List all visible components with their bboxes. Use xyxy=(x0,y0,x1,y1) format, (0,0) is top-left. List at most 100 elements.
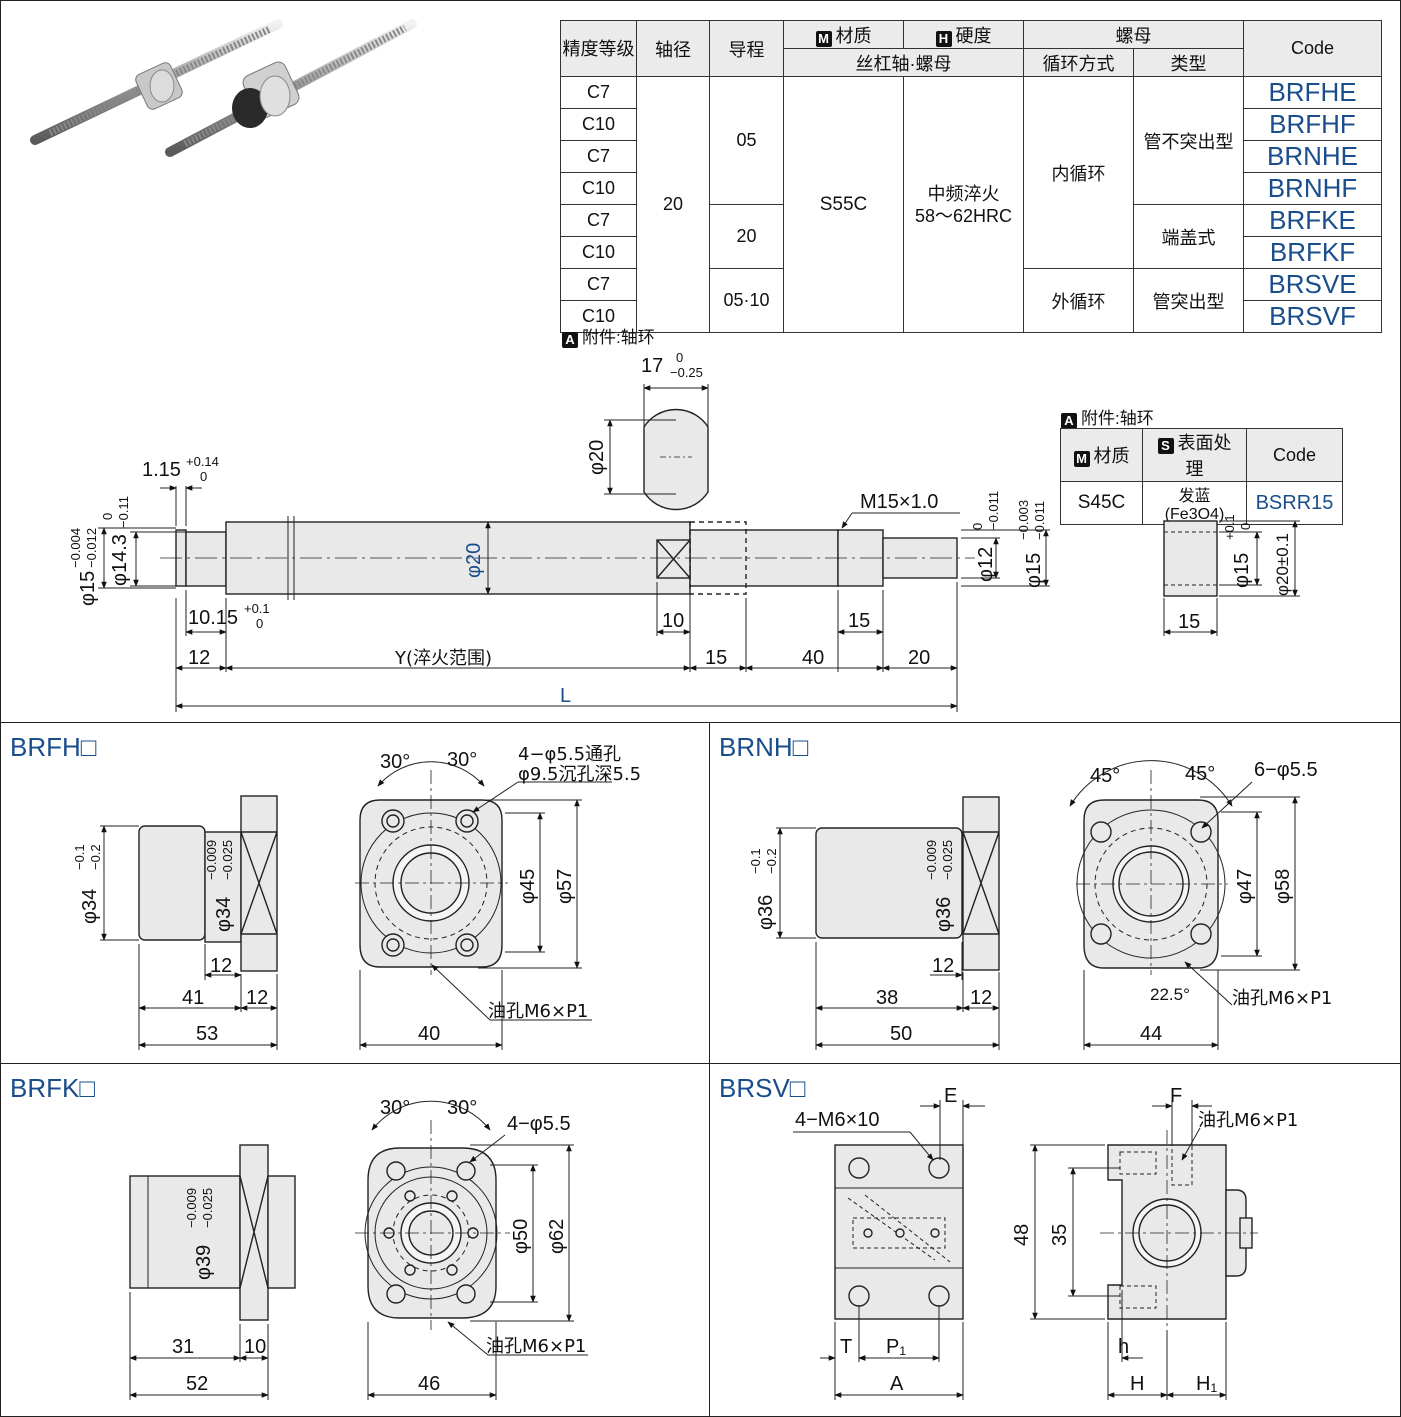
code-cell[interactable]: BRFKE xyxy=(1243,204,1382,237)
accessory-badge-icon: A xyxy=(562,332,578,348)
brnh-phi47: φ47 xyxy=(1234,869,1256,904)
brnh-hole: 6−φ5.5 xyxy=(1254,759,1318,781)
brsv-oil-hole: 油孔M6×P1 xyxy=(1198,1110,1298,1131)
brfk-phi50: φ50 xyxy=(510,1219,532,1254)
code-cell[interactable]: BRNHF xyxy=(1243,172,1382,205)
brfh-len-40: 40 xyxy=(418,1023,440,1045)
brnh-len-12a: 12 xyxy=(932,955,954,977)
table-row: C10 BRFHF xyxy=(560,108,1382,141)
dim-phi14-3-tol-up: 0 xyxy=(100,513,115,520)
dim-17-tol-lo: −0.25 xyxy=(670,365,703,380)
grade-cell: C10 xyxy=(560,300,637,333)
dim-10-15: 10.15 xyxy=(188,607,238,629)
dim-10-15-tol-lo: 0 xyxy=(256,616,263,631)
brsv-dim-f: F xyxy=(1170,1085,1182,1107)
grade-cell: C10 xyxy=(560,172,637,205)
brsv-dim-h: H xyxy=(1130,1373,1144,1395)
dim-len-40: 40 xyxy=(802,647,824,669)
dim-phi12-tol-up: 0 xyxy=(970,523,985,530)
brfh-hole-counterbore: φ9.5沉孔深5.5 xyxy=(518,764,641,785)
grade-cell: C10 xyxy=(560,236,637,269)
dim-phi12: φ12 xyxy=(975,547,997,582)
circulation-cell: 外循环 xyxy=(1023,268,1134,333)
brfk-phi39-tol-lo: −0.025 xyxy=(200,1188,215,1228)
brnh-angle-45-left: 45° xyxy=(1090,765,1120,787)
brfh-len-41: 41 xyxy=(182,987,204,1009)
lead-cell: 20 xyxy=(709,204,784,269)
type-cell: 管不突出型 xyxy=(1133,76,1244,205)
brnh-len-50: 50 xyxy=(890,1023,912,1045)
dim-10-15-tol-up: +0.1 xyxy=(244,601,270,616)
brfh-len-12a: 12 xyxy=(210,955,232,977)
section-title-brnh: BRNH□ xyxy=(719,732,809,762)
dim-len-12: 12 xyxy=(188,647,210,669)
brfh-phi34-outer-tol-lo: −0.2 xyxy=(88,844,103,870)
dim-phi14-3: φ14.3 xyxy=(109,534,131,586)
brnh-len-12b: 12 xyxy=(970,987,992,1009)
table-row: S45C 发蓝(Fe3O4) BSRR15 xyxy=(1060,481,1343,525)
brfh-len-53: 53 xyxy=(196,1023,218,1045)
brnh-oil-hole: 油孔M6×P1 xyxy=(1232,988,1332,1009)
code-cell[interactable]: BRSVE xyxy=(1243,268,1382,301)
dim-phi15-right: φ15 xyxy=(1023,553,1045,588)
brsv-dim-e: E xyxy=(944,1085,957,1107)
brfk-phi62: φ62 xyxy=(546,1219,568,1254)
code-cell[interactable]: BRNHE xyxy=(1243,140,1382,173)
brnh-phi36-outer-tol-up: −0.1 xyxy=(748,848,763,874)
dim-len-15: 15 xyxy=(705,647,727,669)
header-circulation: 循环方式 xyxy=(1023,48,1134,77)
brfh-len-12b: 12 xyxy=(246,987,268,1009)
table-row: C7 20 05 S55C 中频淬火 58～62HRC 内循环 管不突出型 BR… xyxy=(560,76,1382,333)
brsv-dim-h-small: h xyxy=(1118,1336,1129,1358)
collar-phi15: φ15 xyxy=(1231,553,1253,588)
grade-cell: C7 xyxy=(560,140,637,173)
brsv-screw: 4−M6×10 xyxy=(795,1109,880,1131)
collar-phi15-tol-lo: 0 xyxy=(1238,523,1253,530)
brfh-phi34-inner: φ34 xyxy=(213,897,235,932)
dim-1-15-tol-up: +0.14 xyxy=(186,454,219,469)
grade-cell: C7 xyxy=(560,76,637,109)
type-cell: 管突出型 xyxy=(1133,268,1244,333)
brnh-drawing: 45° 45° 6−φ5.5 φ36 −0.1 −0.2 φ36 −0.009 … xyxy=(748,759,1332,1050)
brfh-hole-through: 4−φ5.5通孔 xyxy=(518,744,621,765)
dim-phi12-tol-lo: −0.011 xyxy=(986,491,1001,530)
dim-len-20: 20 xyxy=(908,647,930,669)
collar-phi20: φ20±0.1 xyxy=(1273,533,1292,596)
dim-15-thread: 15 xyxy=(848,610,870,632)
code-cell[interactable]: BRFKF xyxy=(1243,236,1382,269)
dim-phi15-left: φ15 xyxy=(77,571,99,606)
brfk-oil-hole: 油孔M6×P1 xyxy=(486,1336,586,1357)
dim-17-tol-up: 0 xyxy=(676,350,683,365)
brfh-phi45: φ45 xyxy=(517,869,539,904)
code-cell[interactable]: BRSVF xyxy=(1243,300,1382,333)
table-row: C10 BRFKF xyxy=(560,236,1382,269)
brsv-dim-35: 35 xyxy=(1049,1224,1071,1246)
header-screw-nut: 丝杠轴·螺母 xyxy=(783,48,1024,77)
collar-len-15: 15 xyxy=(1178,611,1200,633)
brfk-len-10: 10 xyxy=(244,1336,266,1358)
dim-10: 10 xyxy=(662,610,684,632)
brfh-drawing: 30° 30° 4−φ5.5通孔 φ9.5沉孔深5.5 φ34 −0.1 −0.… xyxy=(72,744,641,1050)
brfk-len-31: 31 xyxy=(172,1336,194,1358)
brnh-phi36-outer-tol-lo: −0.2 xyxy=(764,848,779,874)
shaft-drawing xyxy=(160,408,975,600)
dim-phi14-3-tol-lo: −0.11 xyxy=(116,496,131,528)
code-cell[interactable]: BRFHE xyxy=(1243,76,1382,109)
section-title-brfk: BRFK□ xyxy=(10,1073,96,1103)
dim-phi15-right-tol-up: −0.003 xyxy=(1016,500,1031,540)
table-row: C10 BRSVF xyxy=(560,300,1382,333)
dim-phi15-left-tol-lo: −0.012 xyxy=(84,528,99,568)
table-row: C10 BRNHF xyxy=(560,172,1382,205)
product-image xyxy=(30,19,417,157)
section-title-brfh: BRFH□ xyxy=(10,732,97,762)
acc-code-cell[interactable]: BSRR15 xyxy=(1246,481,1343,525)
brnh-phi36-inner-tol-up: −0.009 xyxy=(924,840,939,880)
table-row: C7 05·10 外循环 管突出型 BRSVE xyxy=(560,268,1382,333)
code-cell[interactable]: BRFHF xyxy=(1243,108,1382,141)
brsv-dim-t: T xyxy=(840,1336,852,1358)
collar-drawing: φ15 +0.1 0 φ20±0.1 15 xyxy=(1163,514,1300,636)
